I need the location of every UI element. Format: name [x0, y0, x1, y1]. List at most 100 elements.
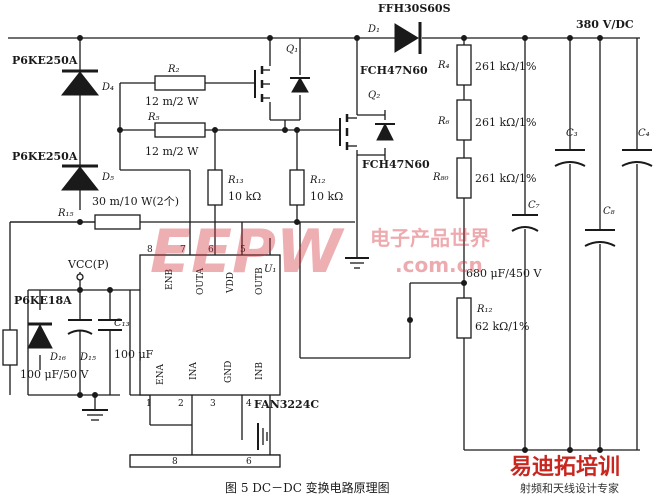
- r12-ref-label: R₁₂: [309, 175, 326, 186]
- ic-bottom-pin-1: 1: [146, 399, 152, 409]
- r5-ref-label: R₅: [147, 112, 160, 123]
- r80-ref-label: R₈₀: [432, 172, 449, 183]
- resistor-r80: [456, 157, 472, 199]
- resistor-left-edge: [2, 329, 18, 366]
- r2-ref-label: R₂: [167, 64, 180, 75]
- c8-ref-label: C₈: [603, 206, 615, 217]
- q1-part-label: FCH47N60: [362, 158, 430, 171]
- c3-ref-label: C₃: [566, 128, 578, 139]
- tvs-diode-d5: [60, 164, 100, 191]
- q2-ref-label: Q₂: [368, 90, 380, 101]
- r12b-value-label: 62 kΩ/1%: [475, 320, 529, 333]
- connector-pin-6: 6: [246, 457, 252, 467]
- d16-ref-label: D₁₆: [49, 352, 66, 363]
- connector-pin-8: 8: [172, 457, 178, 467]
- resistor-r13: [207, 169, 223, 206]
- diode-d1: [394, 22, 422, 54]
- vcc-terminal: [76, 273, 84, 281]
- ic-ref-label: U₁: [264, 264, 276, 275]
- logo: 易迪拓培训 射频和天线设计专家: [510, 454, 620, 495]
- r15-value-label: 30 m/10 W(2个): [92, 195, 179, 208]
- d5-ref-label: D₅: [101, 172, 114, 183]
- c7-ref-label: C₇: [528, 200, 540, 211]
- ground-symbol-q2: [345, 257, 369, 269]
- ic-pin-vdd: VDD: [226, 272, 236, 294]
- resistor-r2: [154, 75, 206, 91]
- ic-pin-enb: ENB: [165, 269, 175, 290]
- r4-ref-label: R₄: [437, 60, 450, 71]
- capacitor-c13: [98, 319, 122, 331]
- cap-left-value-label: 100 μF/50 V: [20, 368, 89, 381]
- r13-ref-label: R₁₃: [227, 175, 244, 186]
- c4-ref-label: C₄: [638, 128, 650, 139]
- c13-ref-label: C₁₃: [114, 318, 130, 329]
- mosfet-q2: [339, 114, 395, 150]
- ic-part-label: FAN3224C: [254, 398, 319, 411]
- ground-symbol-vcc: [82, 409, 108, 421]
- wiring: [8, 37, 640, 456]
- d4-part-label: P6KE250A: [12, 54, 78, 67]
- ic-bottom-pin-3: 3: [210, 399, 216, 409]
- resistor-r6: [456, 99, 472, 141]
- ground-symbol-ic: [257, 423, 268, 450]
- q2-part-label: FCH47N60: [360, 64, 428, 77]
- logo-tagline: 射频和天线设计专家: [520, 481, 619, 495]
- mosfet-q1: [254, 66, 310, 102]
- tvs-diode-d4: [60, 69, 100, 96]
- ic-top-pin-7: 7: [180, 245, 186, 255]
- tvs-diode-d16: [27, 322, 53, 349]
- resistor-r15: [94, 214, 141, 230]
- resistor-r12-feedback: [456, 297, 472, 339]
- r12-value-label: 10 kΩ: [310, 190, 343, 203]
- q1-ref-label: Q₁: [286, 44, 298, 55]
- capacitor-electrolytic-left: [67, 319, 93, 335]
- watermark-url: .com.cn: [395, 253, 483, 277]
- r15-ref-label: R₁₅: [57, 208, 74, 219]
- r6-value-label: 261 kΩ/1%: [475, 116, 536, 129]
- watermark-brand: EEPW: [150, 217, 345, 287]
- ic-pin-ena: ENA: [156, 364, 166, 385]
- c7-value-label: 680 μF/450 V: [466, 267, 542, 280]
- capacitor-c8: [584, 229, 616, 247]
- ic-pin-outa: OUTA: [196, 268, 206, 295]
- eepw-watermark: EEPW 电子产品世界 .com.cn: [150, 217, 490, 287]
- r12b-ref-label: R₁₂: [476, 304, 493, 315]
- output-voltage-label: 380 V/DC: [576, 18, 634, 31]
- d15-ref-label: D₁₅: [79, 352, 96, 363]
- d1-ref-label: D₁: [367, 24, 380, 35]
- d16-part-label: P6KE18A: [14, 294, 72, 307]
- ic-top-pin-6: 6: [208, 245, 214, 255]
- r5-value-label: 12 m/2 W: [145, 145, 199, 158]
- logo-name: 易迪拓培训: [510, 454, 620, 480]
- r4-value-label: 261 kΩ/1%: [475, 60, 536, 73]
- vcc-label: VCC(P): [67, 258, 109, 271]
- r6-ref-label: R₆: [437, 116, 450, 127]
- ic-bottom-pin-4: 4: [246, 399, 252, 409]
- ic-top-pin-8: 8: [147, 245, 153, 255]
- resistor-r5: [154, 122, 206, 138]
- d1-part-label: FFH30S60S: [378, 2, 451, 15]
- capacitor-c4: [621, 149, 653, 167]
- ic-pin-outb: OUTB: [255, 267, 265, 295]
- c13-value-label: 100 μF: [114, 348, 154, 361]
- ic-pin-inb: INB: [255, 362, 265, 380]
- figure-caption: 图 5 DC－DC 变换电路原理图: [225, 480, 390, 495]
- ic-bottom-pin-2: 2: [178, 399, 184, 409]
- d5-part-label: P6KE250A: [12, 150, 78, 163]
- r13-value-label: 10 kΩ: [228, 190, 261, 203]
- ic-top-pin-5: 5: [240, 245, 246, 255]
- watermark-chinese: 电子产品世界: [370, 226, 490, 250]
- capacitor-c3: [554, 149, 586, 167]
- resistor-r4: [456, 44, 472, 86]
- connector: [129, 454, 281, 468]
- r80-value-label: 261 kΩ/1%: [475, 172, 536, 185]
- r2-value-label: 12 m/2 W: [145, 95, 199, 108]
- resistor-r12: [289, 169, 305, 206]
- ic-u1-body: [139, 254, 281, 396]
- ic-pin-ina: INA: [189, 362, 199, 380]
- d4-ref-label: D₄: [101, 82, 114, 93]
- capacitor-c7: [511, 214, 539, 232]
- ic-pin-gnd: GND: [224, 361, 234, 383]
